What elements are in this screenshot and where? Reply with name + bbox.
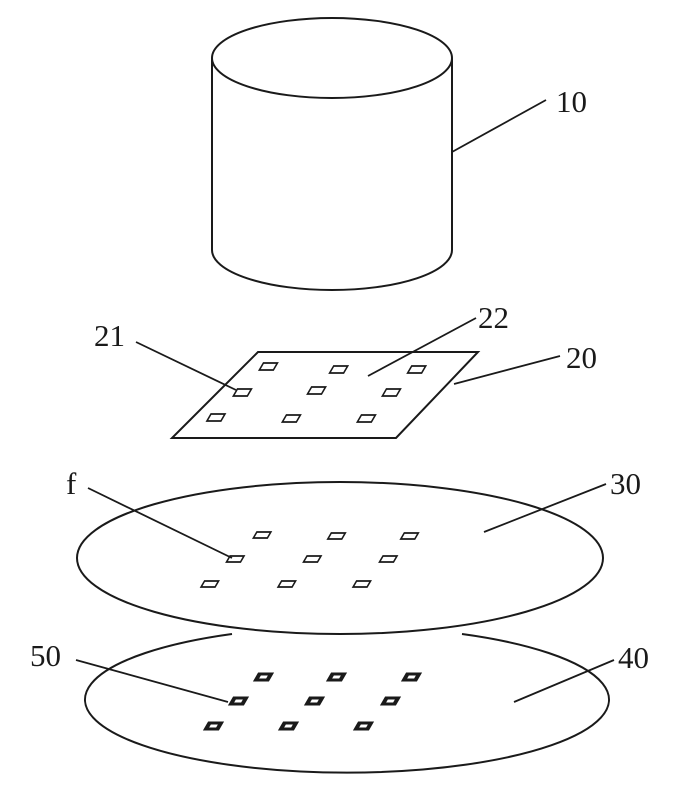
upper-disk-outline [76,481,604,635]
upper-disk-pads [199,531,420,588]
lower-disk-pad [379,696,402,706]
upper-disk-pad [251,531,273,539]
reference-numerals: 10 22 20 21 30 f 50 40 [30,84,649,675]
lower-disk-outline [84,633,610,774]
plate-pads [205,362,428,423]
leader-10 [451,99,547,153]
label-upper-disk: 30 [610,466,641,501]
lower-disk-pad [202,721,225,731]
lower-disk-pad [277,721,300,731]
lower-disk-component [84,633,610,774]
leader-20 [453,355,561,385]
plate-pad [280,414,302,423]
upper-disk-pad [302,555,323,563]
plate-pad [306,386,327,395]
leader-30 [483,483,607,533]
plate-pad [355,414,377,423]
plate-pad [328,365,350,374]
leader-lines [75,99,615,703]
leader-f [87,487,233,559]
lower-disk-pads [202,672,423,731]
label-upper-disk-pad: f [66,466,77,501]
label-plate: 20 [566,340,597,375]
leader-50 [75,659,229,703]
plate-pad [205,413,227,422]
leader-40 [513,659,615,703]
label-lower-disk: 40 [618,640,649,675]
upper-disk-component [76,481,604,635]
leader-21 [135,341,237,391]
label-plate-pad: 21 [94,318,125,353]
lower-disk-pad [303,696,326,706]
plate-pad [380,388,402,397]
upper-disk-pad [276,580,297,588]
upper-disk-pad [351,580,372,588]
plate-pad [257,362,279,371]
plate-pad [231,388,253,397]
lower-disk-pad [227,696,250,706]
upper-disk-pad [199,580,220,588]
label-cylinder: 10 [556,84,587,119]
lower-disk-pad [400,672,423,682]
label-lower-disk-pad: 50 [30,638,61,673]
plate-pad [406,365,428,374]
upper-disk-pad [326,532,347,540]
lower-disk-pad [352,721,375,731]
cylinder-body [211,58,453,291]
plate-component [169,351,481,439]
cylinder-component [211,17,453,291]
lower-disk-pad [325,672,348,682]
label-plate-surface: 22 [478,300,509,335]
upper-disk-pad [399,532,420,540]
upper-disk-pad [378,555,399,563]
lower-disk-pad [252,672,275,682]
leader-22 [367,317,477,377]
plate-outline [169,351,481,439]
cylinder-top [211,17,453,99]
